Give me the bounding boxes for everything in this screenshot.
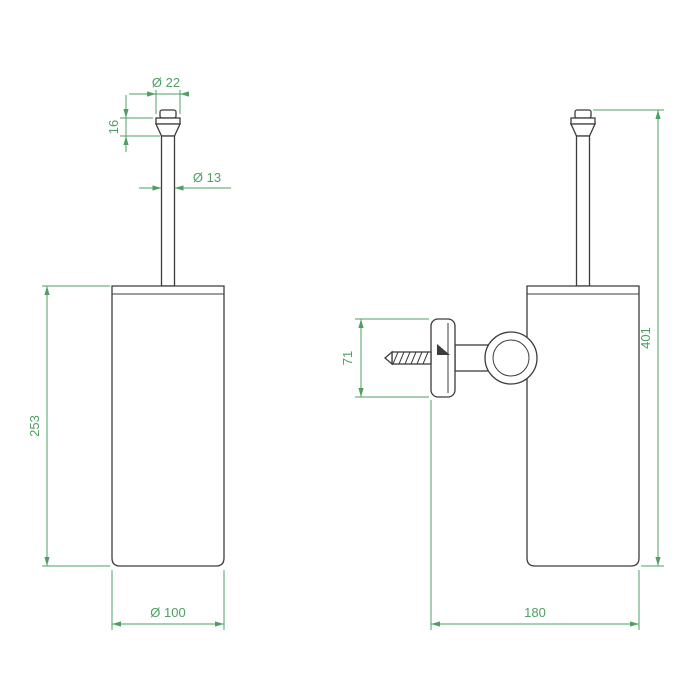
knob-cap (159, 109, 177, 119)
handle-knob-side (569, 109, 597, 137)
dim-knob-height: 16 (106, 95, 160, 152)
knob-taper (569, 123, 597, 137)
bracket-arm (454, 344, 489, 372)
wall-mount-bracket (384, 318, 538, 398)
mounting-screw (384, 350, 432, 366)
mount-flange-inner (492, 339, 530, 377)
handle-rod (160, 135, 176, 287)
bracket-mark (437, 344, 450, 355)
dim-label-knob-diameter: Ø 22 (152, 75, 180, 90)
knob-taper (154, 123, 182, 137)
dim-label-body-diameter: Ø 100 (150, 605, 185, 620)
container-body-side (526, 285, 640, 567)
knob-flange (155, 117, 181, 125)
wall-plate (430, 318, 456, 398)
dim-label-knob-height: 16 (106, 120, 121, 134)
dim-total-height: 401 (593, 109, 664, 567)
dim-label-total-height: 401 (638, 327, 653, 349)
dim-label-body-height: 253 (27, 415, 42, 437)
handle-knob (154, 109, 182, 137)
knob-flange (570, 117, 596, 125)
dim-label-total-depth: 180 (524, 605, 546, 620)
container-outline (111, 285, 225, 567)
screw-threads (392, 351, 429, 365)
dim-total-depth: 180 (430, 400, 640, 630)
dim-knob-diameter: Ø 22 (129, 75, 189, 114)
front-view (111, 109, 225, 567)
dim-label-bracket-height: 71 (340, 351, 355, 365)
screw-tip (384, 350, 393, 366)
dim-body-diameter: Ø 100 (111, 570, 225, 630)
side-view (384, 109, 640, 567)
container-outline-side (526, 285, 640, 567)
dim-bracket-height: 71 (340, 318, 429, 398)
knob-cap (574, 109, 592, 119)
dim-rod-diameter: Ø 13 (139, 170, 231, 191)
dim-body-height: 253 (27, 285, 110, 567)
dim-label-rod-diameter: Ø 13 (193, 170, 221, 185)
handle-rod-side (575, 135, 591, 287)
container-body (111, 285, 225, 567)
